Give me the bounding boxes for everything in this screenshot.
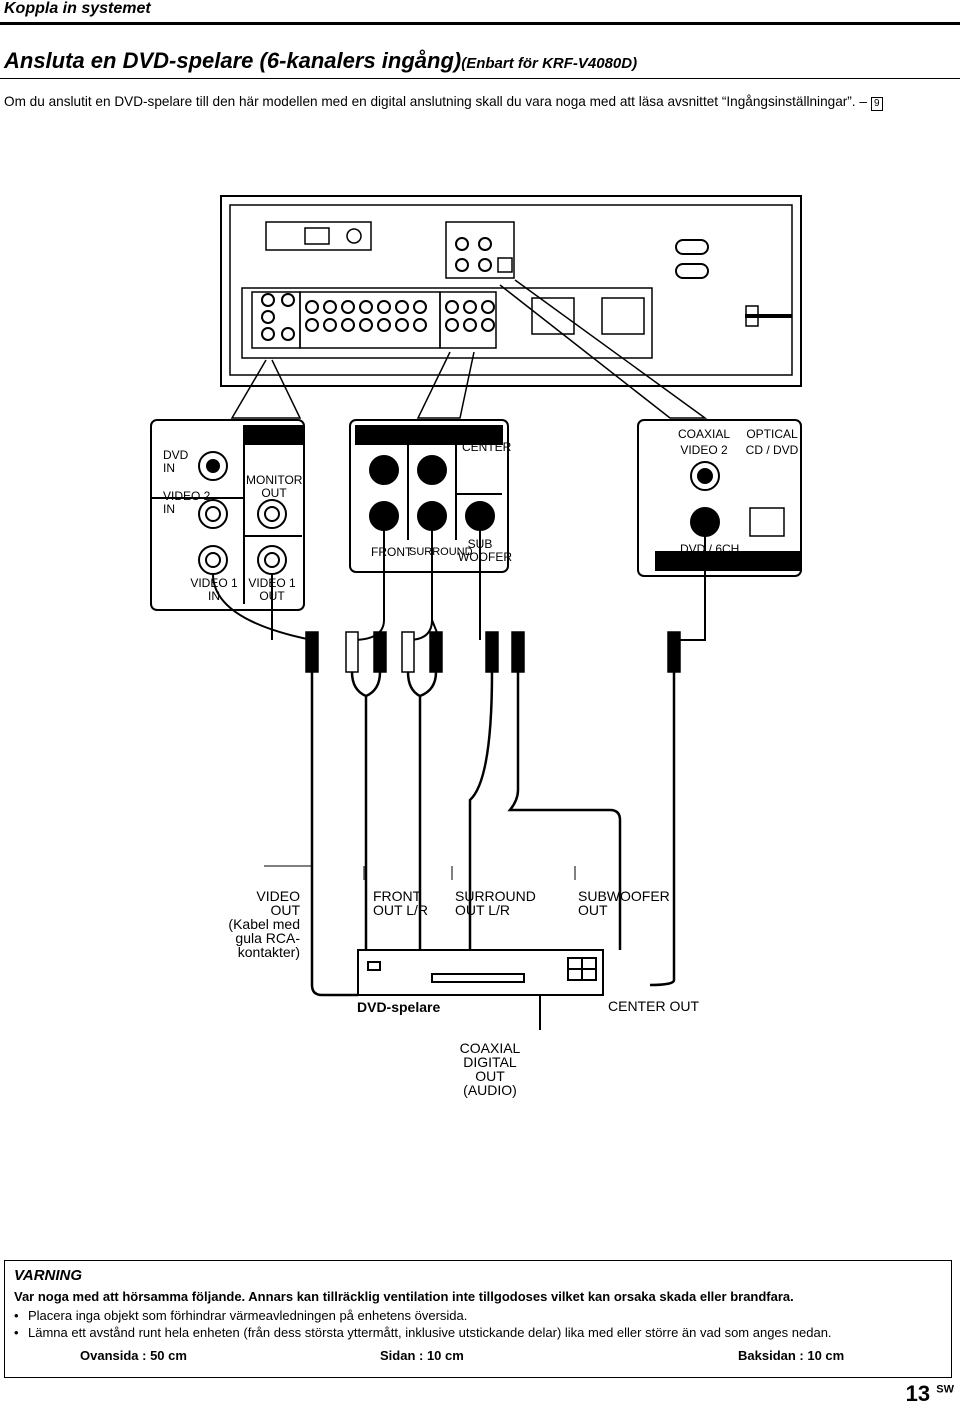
title-sub: (Enbart för KRF-V4080D) (461, 55, 638, 72)
cable-video (310, 672, 358, 997)
intro-text: Om du anslutit en DVD-spelare till den h… (4, 94, 856, 109)
clearance-side: Sidan : 10 cm (380, 1348, 464, 1363)
title-main: Ansluta en DVD-spelare (6-kanalers ingån… (4, 48, 462, 73)
warning-box (4, 1260, 952, 1378)
warning-lead: Var noga med att hörsamma följande. Anna… (14, 1289, 794, 1304)
plug-video (305, 631, 319, 673)
dvd-player (357, 949, 604, 996)
section-label: Koppla in systemet (4, 0, 151, 17)
label-center: CENTER (462, 440, 512, 454)
label-dvd-player: DVD-spelare (357, 999, 441, 1015)
label-video-out: VIDEO OUT (Kabel med gula RCA- kontakter… (228, 888, 300, 960)
page-title: Ansluta en DVD-spelare (6-kanalers ingån… (4, 48, 637, 74)
header-rule (0, 22, 960, 25)
title-rule (0, 78, 960, 79)
clearance-top: Ovansida : 50 cm (80, 1348, 187, 1363)
label-dvd6ch: DVD / 6CH (680, 542, 740, 556)
clearance-back: Baksidan : 10 cm (738, 1348, 845, 1363)
book-icon: – (859, 94, 867, 109)
warning-title: VARNING (14, 1267, 83, 1284)
label-surround: SURROUND (409, 546, 473, 558)
page-ref: 9 (870, 97, 883, 111)
receiver-rear (220, 195, 802, 387)
label-center-out: CENTER OUT (608, 998, 699, 1014)
page-number: 13 SW (905, 1381, 954, 1406)
intro-paragraph: Om du anslutit en DVD-spelare till den h… (4, 94, 883, 111)
panel-digital-inputs (637, 419, 802, 577)
label-front: FRONT (371, 545, 413, 559)
panel-video-inputs (150, 419, 305, 611)
panel-6ch-inputs (349, 419, 509, 573)
warning-bullet: •Placera inga objekt som förhindrar värm… (14, 1308, 468, 1323)
warning-bullet: •Lämna ett avstånd runt hela enheten (fr… (14, 1325, 832, 1340)
connection-diagram (150, 195, 802, 1030)
